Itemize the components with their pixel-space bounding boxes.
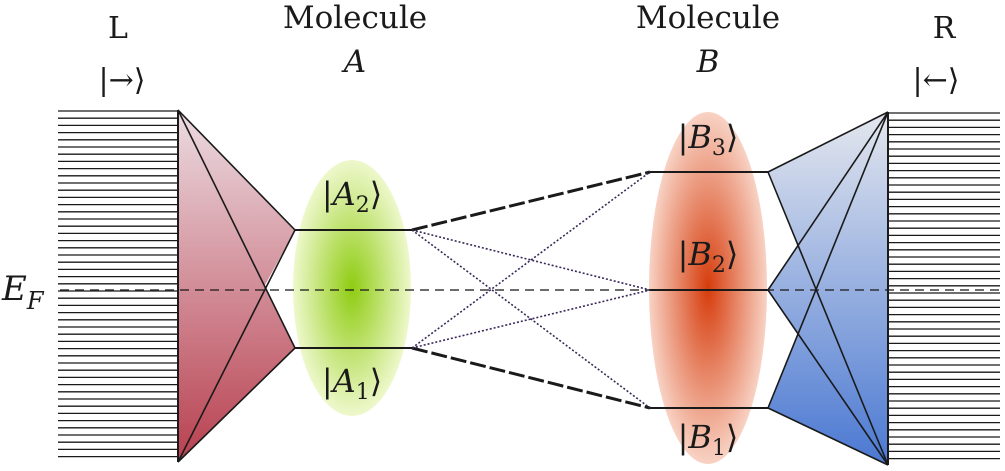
coupling-a1-b2: [411, 289, 651, 349]
coupling-a2-b2: [411, 229, 651, 291]
left-lead-coupling: [177, 109, 296, 463]
ket-a1-label: |A1⟩: [322, 362, 382, 405]
right-lead-label: R: [933, 11, 957, 46]
left-lead-state: |→⟩: [99, 63, 146, 98]
molecule-a-cloud: [293, 160, 411, 416]
left-lead-label: L: [108, 11, 128, 46]
coupling-a2-b1: [411, 229, 651, 409]
molecule-b-word: Molecule: [636, 0, 780, 36]
coupling-a2-b3: [411, 170, 651, 232]
fermi-energy-label: EF: [1, 269, 45, 315]
ket-a2-label: |A2⟩: [322, 175, 382, 218]
ket-b2-label: |B2⟩: [678, 235, 739, 278]
ket-b1-label: |B1⟩: [678, 418, 739, 461]
inter-molecule-couplings: [411, 170, 651, 410]
molecule-b-cloud: [649, 112, 767, 464]
right-lead-state: |←⟩: [913, 63, 960, 98]
ket-b3-label: |B3⟩: [678, 118, 739, 161]
molecule-a-word: Molecule: [283, 0, 427, 36]
molecule-a-letter: A: [341, 44, 366, 80]
coupling-a1-b3: [411, 171, 651, 349]
left-lead-reservoir: [58, 110, 178, 458]
molecule-b-letter: B: [696, 44, 720, 80]
right-lead-coupling: [767, 111, 889, 466]
molecule-a-levels: [295, 229, 412, 349]
coupling-a1-b1: [411, 346, 651, 410]
molecule-b-levels: [650, 171, 768, 409]
right-lead-reservoir: [888, 112, 1000, 460]
